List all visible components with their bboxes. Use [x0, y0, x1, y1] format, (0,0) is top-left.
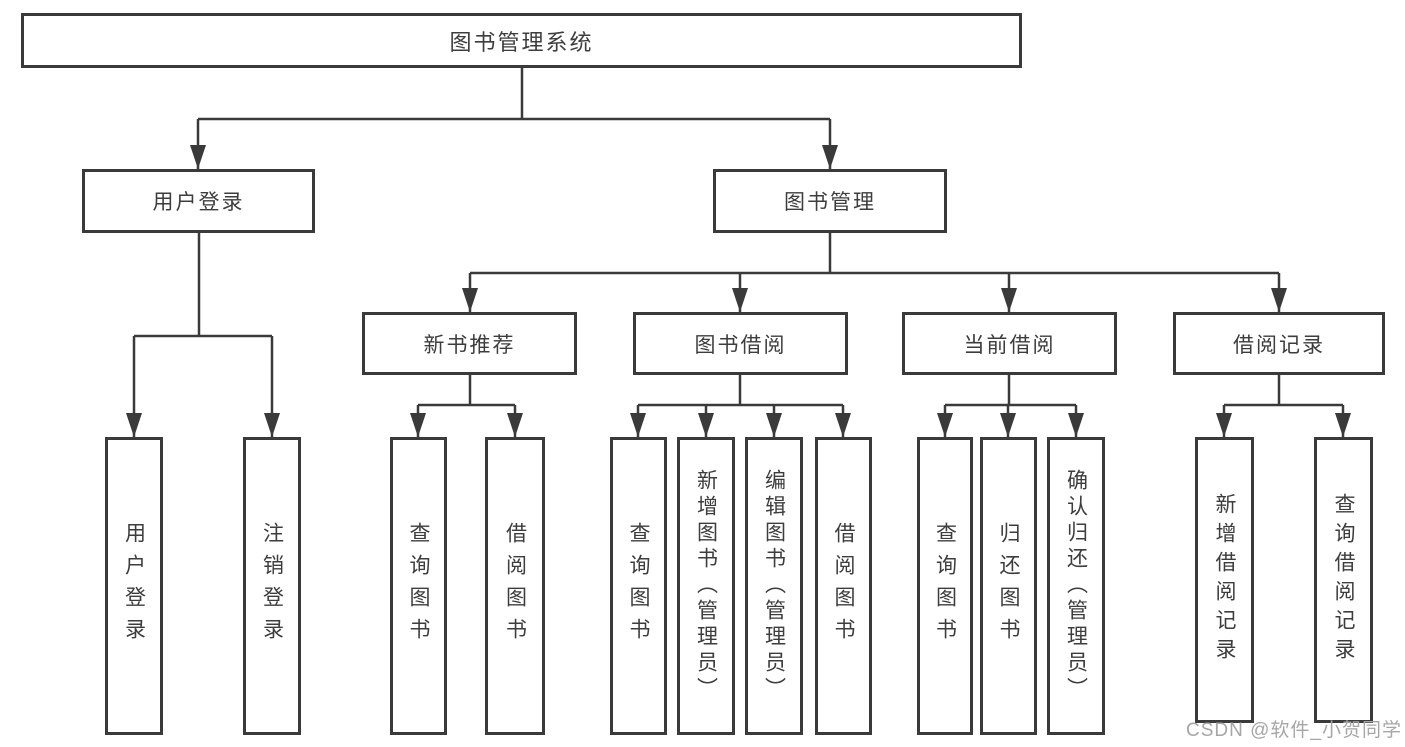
- arrowhead-icon: [630, 413, 646, 437]
- node-leaf-add-book-admin: 新增图书（管理员）: [677, 437, 735, 735]
- node-leaf-user-login: 用户登录: [105, 437, 163, 735]
- node-leaf-query-borrow-rec: 查询借阅记录: [1314, 437, 1373, 723]
- arrowhead-icon: [462, 288, 478, 312]
- node-book-management: 图书管理: [713, 169, 947, 233]
- node-leaf-confirm-return: 确认归还（管理员）: [1047, 437, 1105, 735]
- node-new-book-recommend: 新书推荐: [362, 312, 577, 375]
- node-user-login: 用户登录: [82, 169, 315, 233]
- node-borrow-record: 借阅记录: [1173, 312, 1385, 375]
- arrowhead-icon: [1271, 288, 1287, 312]
- arrowhead-icon: [937, 413, 953, 437]
- arrowhead-icon: [1000, 413, 1016, 437]
- arrowhead-icon: [264, 413, 280, 437]
- node-book-borrow: 图书借阅: [633, 312, 848, 375]
- node-leaf-edit-book-admin: 编辑图书（管理员）: [745, 437, 803, 735]
- node-leaf-query-book-1: 查询图书: [390, 437, 447, 735]
- node-leaf-query-book-3: 查询图书: [917, 437, 973, 735]
- node-current-borrow: 当前借阅: [902, 312, 1117, 375]
- arrowhead-icon: [835, 413, 851, 437]
- arrowhead-icon: [698, 413, 714, 437]
- arrowhead-icon: [126, 413, 142, 437]
- arrowhead-icon: [1216, 413, 1232, 437]
- arrowhead-icon: [766, 413, 782, 437]
- watermark-text: CSDN @软件_小贺同学: [1186, 720, 1402, 741]
- arrowhead-icon: [190, 145, 206, 169]
- arrowhead-icon: [1335, 413, 1351, 437]
- node-leaf-return-book: 归还图书: [980, 437, 1037, 735]
- arrowhead-icon: [732, 288, 748, 312]
- arrowhead-icon: [507, 413, 523, 437]
- node-leaf-borrow-book-2: 借阅图书: [815, 437, 872, 735]
- arrowhead-icon: [410, 413, 426, 437]
- arrowhead-icon: [822, 145, 838, 169]
- node-leaf-borrow-book-1: 借阅图书: [485, 437, 545, 735]
- node-leaf-add-borrow-rec: 新增借阅记录: [1195, 437, 1254, 723]
- node-leaf-query-book-2: 查询图书: [610, 437, 667, 735]
- arrowhead-icon: [1001, 288, 1017, 312]
- node-root: 图书管理系统: [21, 13, 1022, 68]
- arrowhead-icon: [1068, 413, 1084, 437]
- node-leaf-logout: 注销登录: [243, 437, 301, 735]
